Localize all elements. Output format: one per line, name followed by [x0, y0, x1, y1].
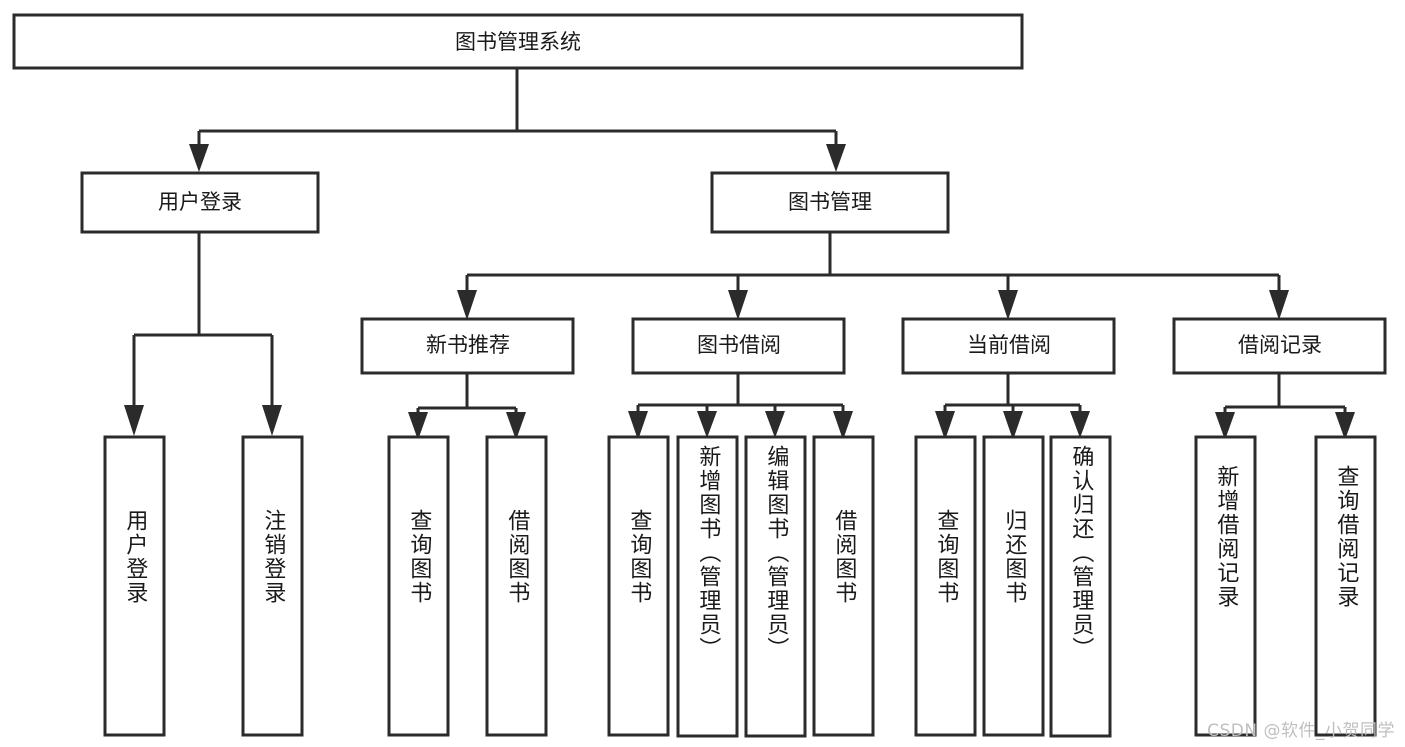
node-current-borrow-box[interactable] — [901, 317, 1116, 375]
arrow-icon — [826, 144, 846, 172]
leaf-box-user-logout[interactable] — [241, 435, 304, 737]
node-user-login-box[interactable] — [80, 171, 320, 234]
node-book-manage-box[interactable] — [710, 171, 950, 234]
node-new-book-rec[interactable]: 新书推荐 — [360, 317, 575, 375]
leaf-box-return-book[interactable] — [982, 435, 1045, 737]
node-root-label: 图书管理系统 — [455, 30, 581, 54]
node-book-borrow-label: 图书借阅 — [697, 333, 781, 357]
leaf-box-edit-book[interactable] — [744, 435, 807, 738]
arrow-icon — [765, 411, 785, 438]
arrow-icon — [728, 290, 748, 320]
node-book-borrow[interactable]: 图书借阅 — [631, 317, 846, 375]
connector-newbookrec-to-leaves — [408, 373, 526, 440]
connector-bookborrow-to-leaves — [628, 373, 853, 440]
arrow-icon — [1070, 411, 1090, 438]
node-new-book-rec-label: 新书推荐 — [426, 333, 510, 357]
connector-currentborrow-to-leaves — [935, 373, 1090, 440]
node-borrow-record[interactable]: 借阅记录 — [1172, 317, 1387, 375]
arrow-icon — [628, 411, 648, 440]
arrow-icon — [189, 144, 209, 172]
arrow-icon — [1269, 290, 1289, 320]
node-new-book-rec-box[interactable] — [360, 317, 575, 375]
leaf-box-add-record[interactable] — [1194, 435, 1257, 737]
connector-borrowrecord-to-leaves — [1215, 373, 1355, 440]
connector-bookmanage-to-level2 — [457, 232, 1289, 320]
leaf-box-user-login[interactable] — [103, 435, 166, 737]
node-borrow-record-label: 借阅记录 — [1238, 333, 1322, 357]
arrow-icon — [408, 412, 428, 440]
arrow-icon — [1003, 411, 1023, 440]
node-user-login[interactable]: 用户登录 — [80, 171, 320, 234]
node-book-manage-label: 图书管理 — [788, 190, 872, 214]
arrow-icon — [1335, 412, 1355, 440]
arrow-icon — [506, 412, 526, 440]
arrow-icon — [697, 411, 717, 438]
node-user-login-label: 用户登录 — [158, 190, 242, 214]
node-book-borrow-box[interactable] — [631, 317, 846, 375]
node-root-box[interactable] — [12, 13, 1024, 70]
arrow-icon — [1215, 412, 1235, 440]
arrow-icon — [935, 411, 955, 440]
arrow-icon — [262, 405, 282, 436]
leaf-box-query-book-3[interactable] — [914, 435, 977, 737]
leaf-box-confirm-return[interactable] — [1049, 435, 1112, 738]
leaf-box-query-book-2[interactable] — [607, 435, 670, 737]
connector-userlogin-to-leaves — [124, 232, 282, 436]
arrow-icon — [124, 405, 144, 436]
node-current-borrow-label: 当前借阅 — [967, 333, 1051, 357]
node-current-borrow[interactable]: 当前借阅 — [901, 317, 1116, 375]
arrow-icon — [457, 290, 477, 320]
node-book-manage[interactable]: 图书管理 — [710, 171, 950, 234]
leaf-box-add-book[interactable] — [676, 435, 739, 738]
node-borrow-record-box[interactable] — [1172, 317, 1387, 375]
leaf-box-borrow-book-1[interactable] — [485, 435, 548, 737]
csdn-watermark: CSDN @软件_小贺同学 — [1207, 721, 1395, 741]
node-root[interactable]: 图书管理系统 — [12, 13, 1024, 70]
arrow-icon — [833, 411, 853, 440]
leaf-box-query-record[interactable] — [1314, 435, 1377, 737]
leaf-box-borrow-book-2[interactable] — [812, 435, 875, 737]
leaf-box-query-book-1[interactable] — [387, 435, 450, 737]
connector-root-to-level1 — [189, 68, 846, 172]
arrow-icon — [998, 290, 1018, 320]
